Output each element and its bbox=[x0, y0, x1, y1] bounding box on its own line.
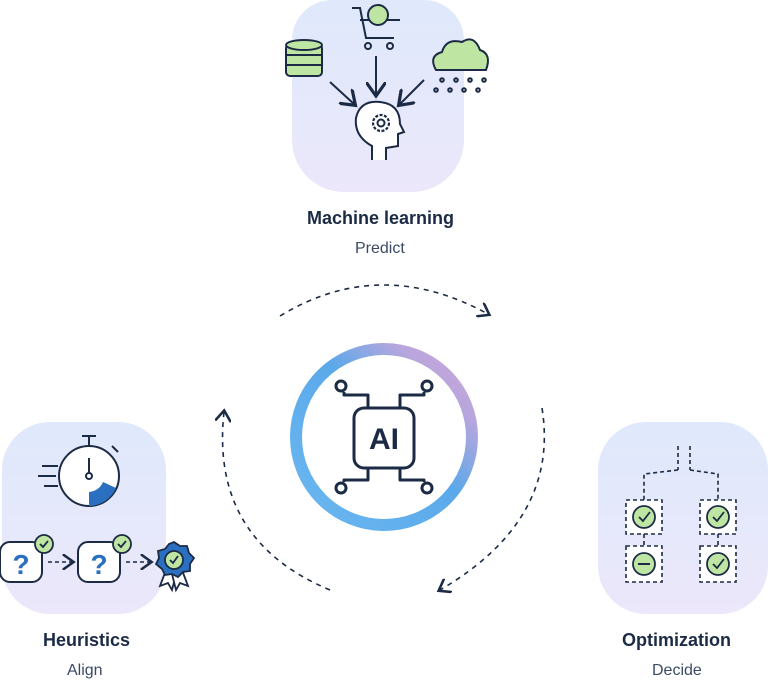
ml-input-arrows bbox=[329, 56, 425, 104]
question-block-icon: ? bbox=[0, 534, 54, 583]
ai-core-icon: AI bbox=[290, 343, 478, 531]
stopwatch-icon bbox=[38, 435, 120, 507]
cycle-arrow-top bbox=[279, 284, 488, 316]
machine-learning-title: Machine learning bbox=[307, 208, 455, 228]
machine-learning-subtitle: Predict bbox=[355, 240, 405, 257]
heuristics-title: Heuristics bbox=[43, 630, 131, 650]
cycle-arrow-right bbox=[440, 407, 546, 590]
check-circle-icon bbox=[699, 545, 737, 583]
optimization-title: Optimization bbox=[622, 630, 731, 650]
award-badge-icon bbox=[154, 540, 196, 593]
cycle-arrow-left bbox=[223, 412, 331, 591]
head-gear-icon bbox=[354, 100, 406, 160]
database-icon bbox=[285, 39, 323, 77]
ai-label: AI bbox=[369, 423, 399, 456]
optimization-subtitle: Decide bbox=[652, 662, 702, 679]
check-circle-icon bbox=[699, 499, 737, 535]
svg-text:?: ? bbox=[90, 549, 107, 580]
check-circle-icon bbox=[625, 499, 663, 535]
svg-text:?: ? bbox=[12, 549, 29, 580]
decision-tree-icon bbox=[643, 446, 719, 546]
heuristics-subtitle: Align bbox=[67, 662, 103, 679]
rain-cloud-icon bbox=[432, 38, 489, 93]
shopping-cart-icon bbox=[352, 4, 400, 50]
minus-circle-icon bbox=[625, 545, 663, 583]
question-block-icon: ? bbox=[77, 534, 132, 583]
